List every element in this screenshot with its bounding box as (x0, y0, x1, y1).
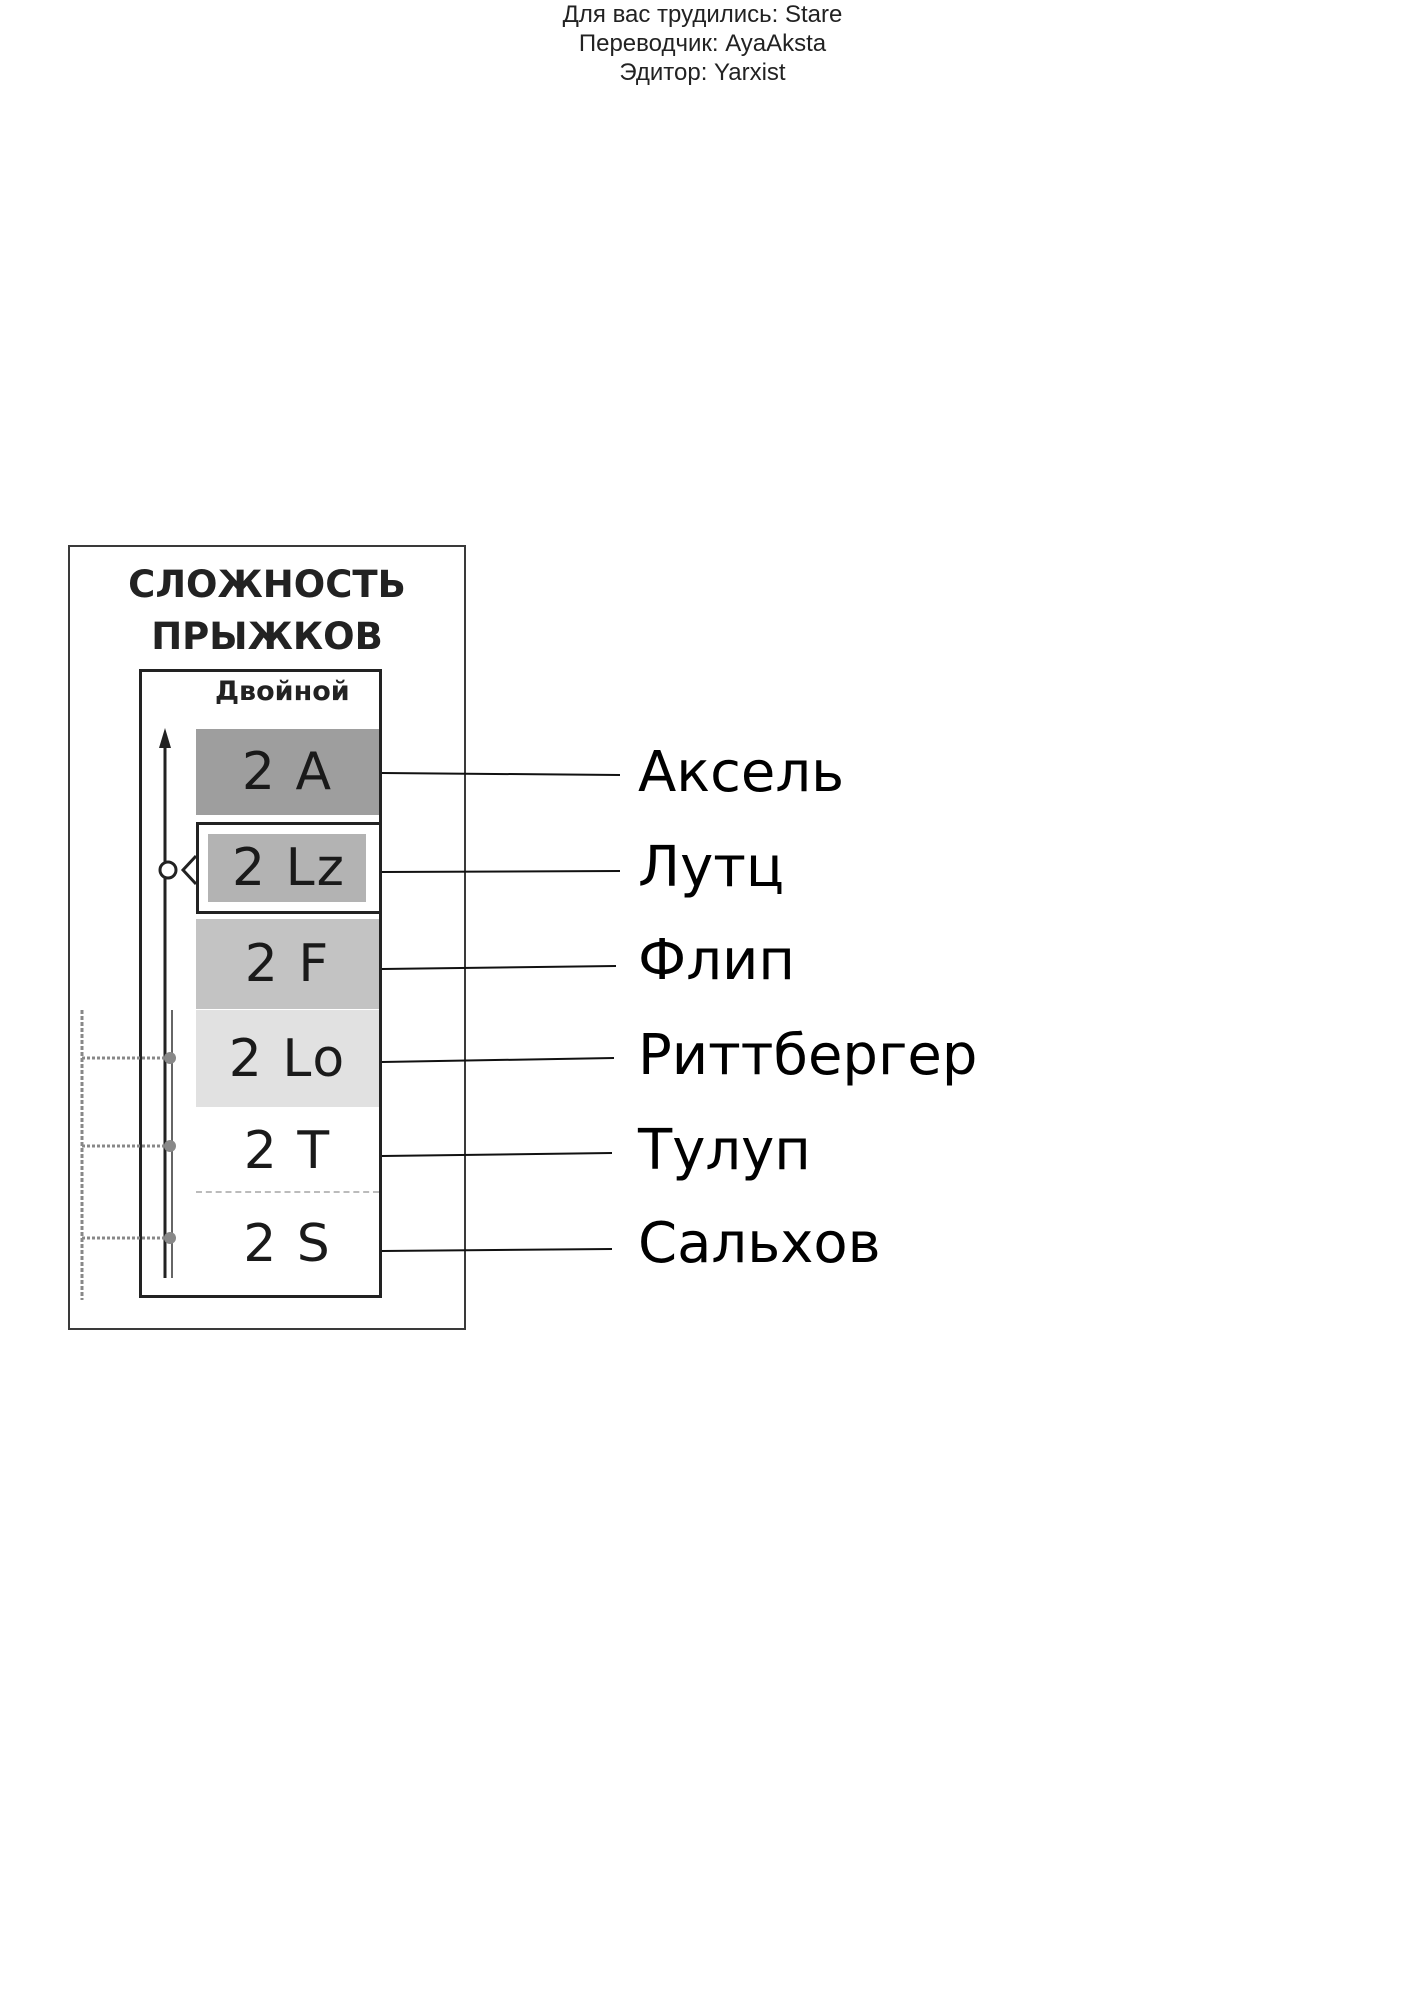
leader-line (381, 1152, 613, 1157)
jump-name-label: Флип (638, 928, 796, 993)
jump-cell-toeloop: 2 T (196, 1110, 379, 1193)
jump-cell-lutz: 2 Lz (196, 822, 382, 914)
jump-cell-salchow: 2 S (196, 1196, 379, 1292)
jump-name-label: Тулуп (638, 1118, 811, 1183)
arrow-up-icon (159, 728, 171, 748)
jump-cell-axel: 2 A (196, 729, 379, 815)
jump-cell-loop: 2 Lo (196, 1010, 379, 1107)
credit-line: Для вас трудились: Stare (562, 1, 843, 28)
panel-title: СЛОЖНОСТЬ (128, 563, 406, 606)
jump-code: 2 A (241, 742, 334, 802)
rung-node (164, 1052, 176, 1064)
selector-pointer (180, 854, 198, 886)
jump-name-label: Аксель (638, 740, 845, 805)
panel-title: ПРЫЖКОВ (151, 615, 383, 658)
leader-line (381, 965, 617, 970)
leader-line (381, 1248, 613, 1252)
selector-circle-icon (158, 860, 178, 880)
jump-cell-flip: 2 F (196, 919, 379, 1009)
leader-line (381, 1057, 615, 1063)
jump-name-label: Сальхов (638, 1211, 881, 1276)
jump-code: 2 Lz (232, 838, 346, 898)
jump-name-label: Лутц (638, 835, 784, 900)
credits: Для вас трудились: Stare Переводчик: Aya… (0, 0, 1405, 87)
leader-line (381, 870, 621, 873)
jump-code: 2 Lo (228, 1028, 347, 1089)
jump-code: 2 F (244, 934, 331, 994)
credit-line: Переводчик: AyaAksta (578, 30, 827, 57)
jump-code: 2 S (243, 1214, 332, 1274)
rung-node (164, 1140, 176, 1152)
jump-name-label: Риттбергер (638, 1023, 978, 1088)
level-label: Двойной (215, 676, 350, 707)
leader-line (381, 772, 621, 776)
rung-node (164, 1232, 176, 1244)
jump-code: 2 T (243, 1120, 332, 1181)
credit-line: Эдитор: Yarxist (619, 59, 786, 86)
